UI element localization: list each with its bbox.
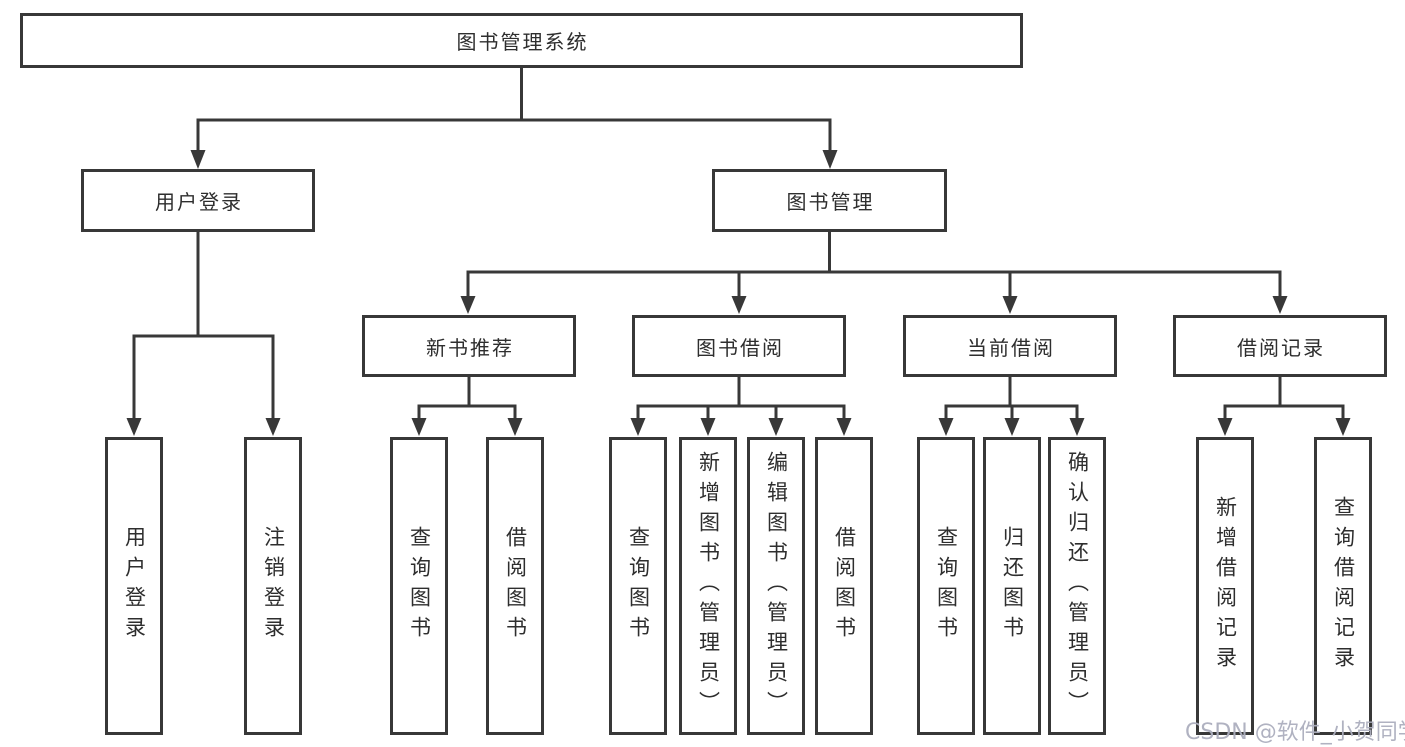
node-query-books-2: 查询图书 [609, 437, 667, 735]
node-add-books-admin: 新增图书（管理员） [679, 437, 737, 735]
node-borrow-records: 借阅记录 [1173, 315, 1387, 377]
node-logout: 注销登录 [244, 437, 302, 735]
node-query-books-1: 查询图书 [390, 437, 448, 735]
node-edit-books-admin: 编辑图书（管理员） [747, 437, 805, 735]
node-new-book-recommend: 新书推荐 [362, 315, 576, 377]
node-borrow-books-2: 借阅图书 [815, 437, 873, 735]
node-book-management-branch: 图书管理 [712, 169, 947, 232]
node-query-books-3: 查询图书 [917, 437, 975, 735]
node-user-login-branch: 用户登录 [81, 169, 315, 232]
node-return-books: 归还图书 [983, 437, 1041, 735]
csdn-watermark: CSDN @软件_小贺同学 [1185, 720, 1405, 745]
node-user-login: 用户登录 [105, 437, 163, 735]
arrowheads [126, 150, 1351, 436]
node-borrow-books-1: 借阅图书 [486, 437, 544, 735]
node-book-borrowing: 图书借阅 [632, 315, 846, 377]
node-query-borrow-record: 查询借阅记录 [1314, 437, 1372, 735]
node-root: 图书管理系统 [20, 13, 1023, 68]
node-confirm-return-admin: 确认归还（管理员） [1048, 437, 1106, 735]
node-add-borrow-record: 新增借阅记录 [1196, 437, 1254, 735]
node-current-borrowing: 当前借阅 [903, 315, 1117, 377]
